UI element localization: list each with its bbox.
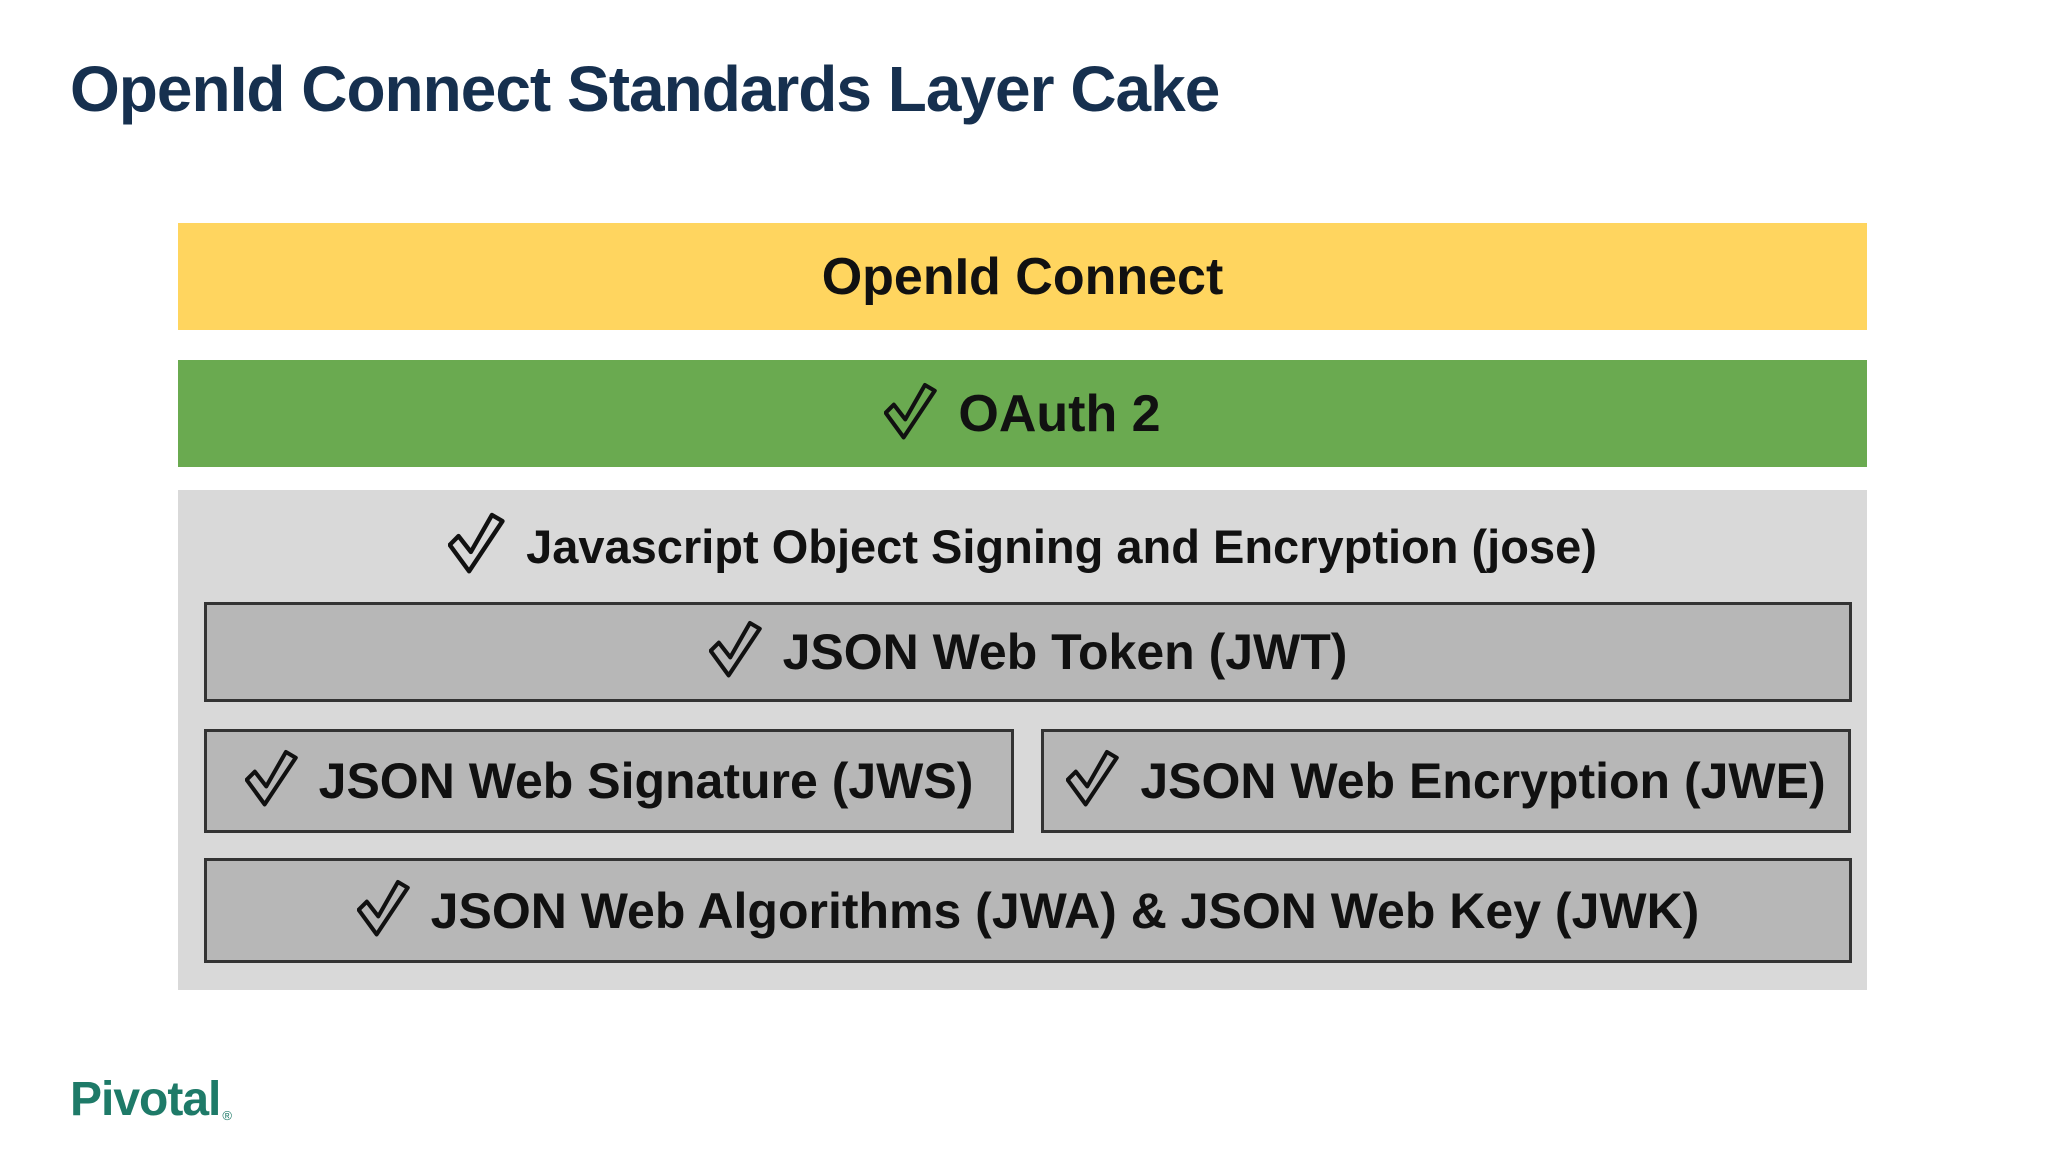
checkmark-icon xyxy=(245,747,299,811)
pivotal-logo: Pivotal ® xyxy=(70,1072,232,1127)
jose-container: Javascript Object Signing and Encryption… xyxy=(178,490,1867,990)
layer-box-jws: JSON Web Signature (JWS) xyxy=(204,729,1014,833)
layer-box-jwe: JSON Web Encryption (JWE) xyxy=(1041,729,1851,833)
page-title: OpenId Connect Standards Layer Cake xyxy=(70,53,1220,125)
layer-label-oauth2: OAuth 2 xyxy=(958,384,1161,443)
layer-label-jwe: JSON Web Encryption (JWE) xyxy=(1140,753,1826,809)
layer-label-openid-connect: OpenId Connect xyxy=(821,247,1224,306)
layer-label-jws: JSON Web Signature (JWS) xyxy=(318,753,974,809)
layer-bar-oauth2: OAuth 2 xyxy=(178,360,1867,467)
checkmark-icon xyxy=(448,510,506,578)
layer-box-jwa-jwk: JSON Web Algorithms (JWA) & JSON Web Key… xyxy=(204,858,1852,963)
checkmark-icon xyxy=(1066,747,1120,811)
checkmark-icon xyxy=(709,618,763,682)
layer-row-jose: Javascript Object Signing and Encryption… xyxy=(178,490,1867,602)
layer-label-jwa-jwk: JSON Web Algorithms (JWA) & JSON Web Key… xyxy=(430,882,1700,939)
layer-bar-openid-connect: OpenId Connect xyxy=(178,223,1867,330)
layer-box-jwt: JSON Web Token (JWT) xyxy=(204,602,1852,702)
pivotal-logo-text: Pivotal xyxy=(70,1073,221,1126)
layer-label-jose: Javascript Object Signing and Encryption… xyxy=(526,519,1597,573)
checkmark-icon xyxy=(884,380,938,444)
layer-label-jwt: JSON Web Token (JWT) xyxy=(782,624,1348,680)
registered-mark-icon: ® xyxy=(222,1108,232,1123)
checkmark-icon xyxy=(357,877,411,941)
